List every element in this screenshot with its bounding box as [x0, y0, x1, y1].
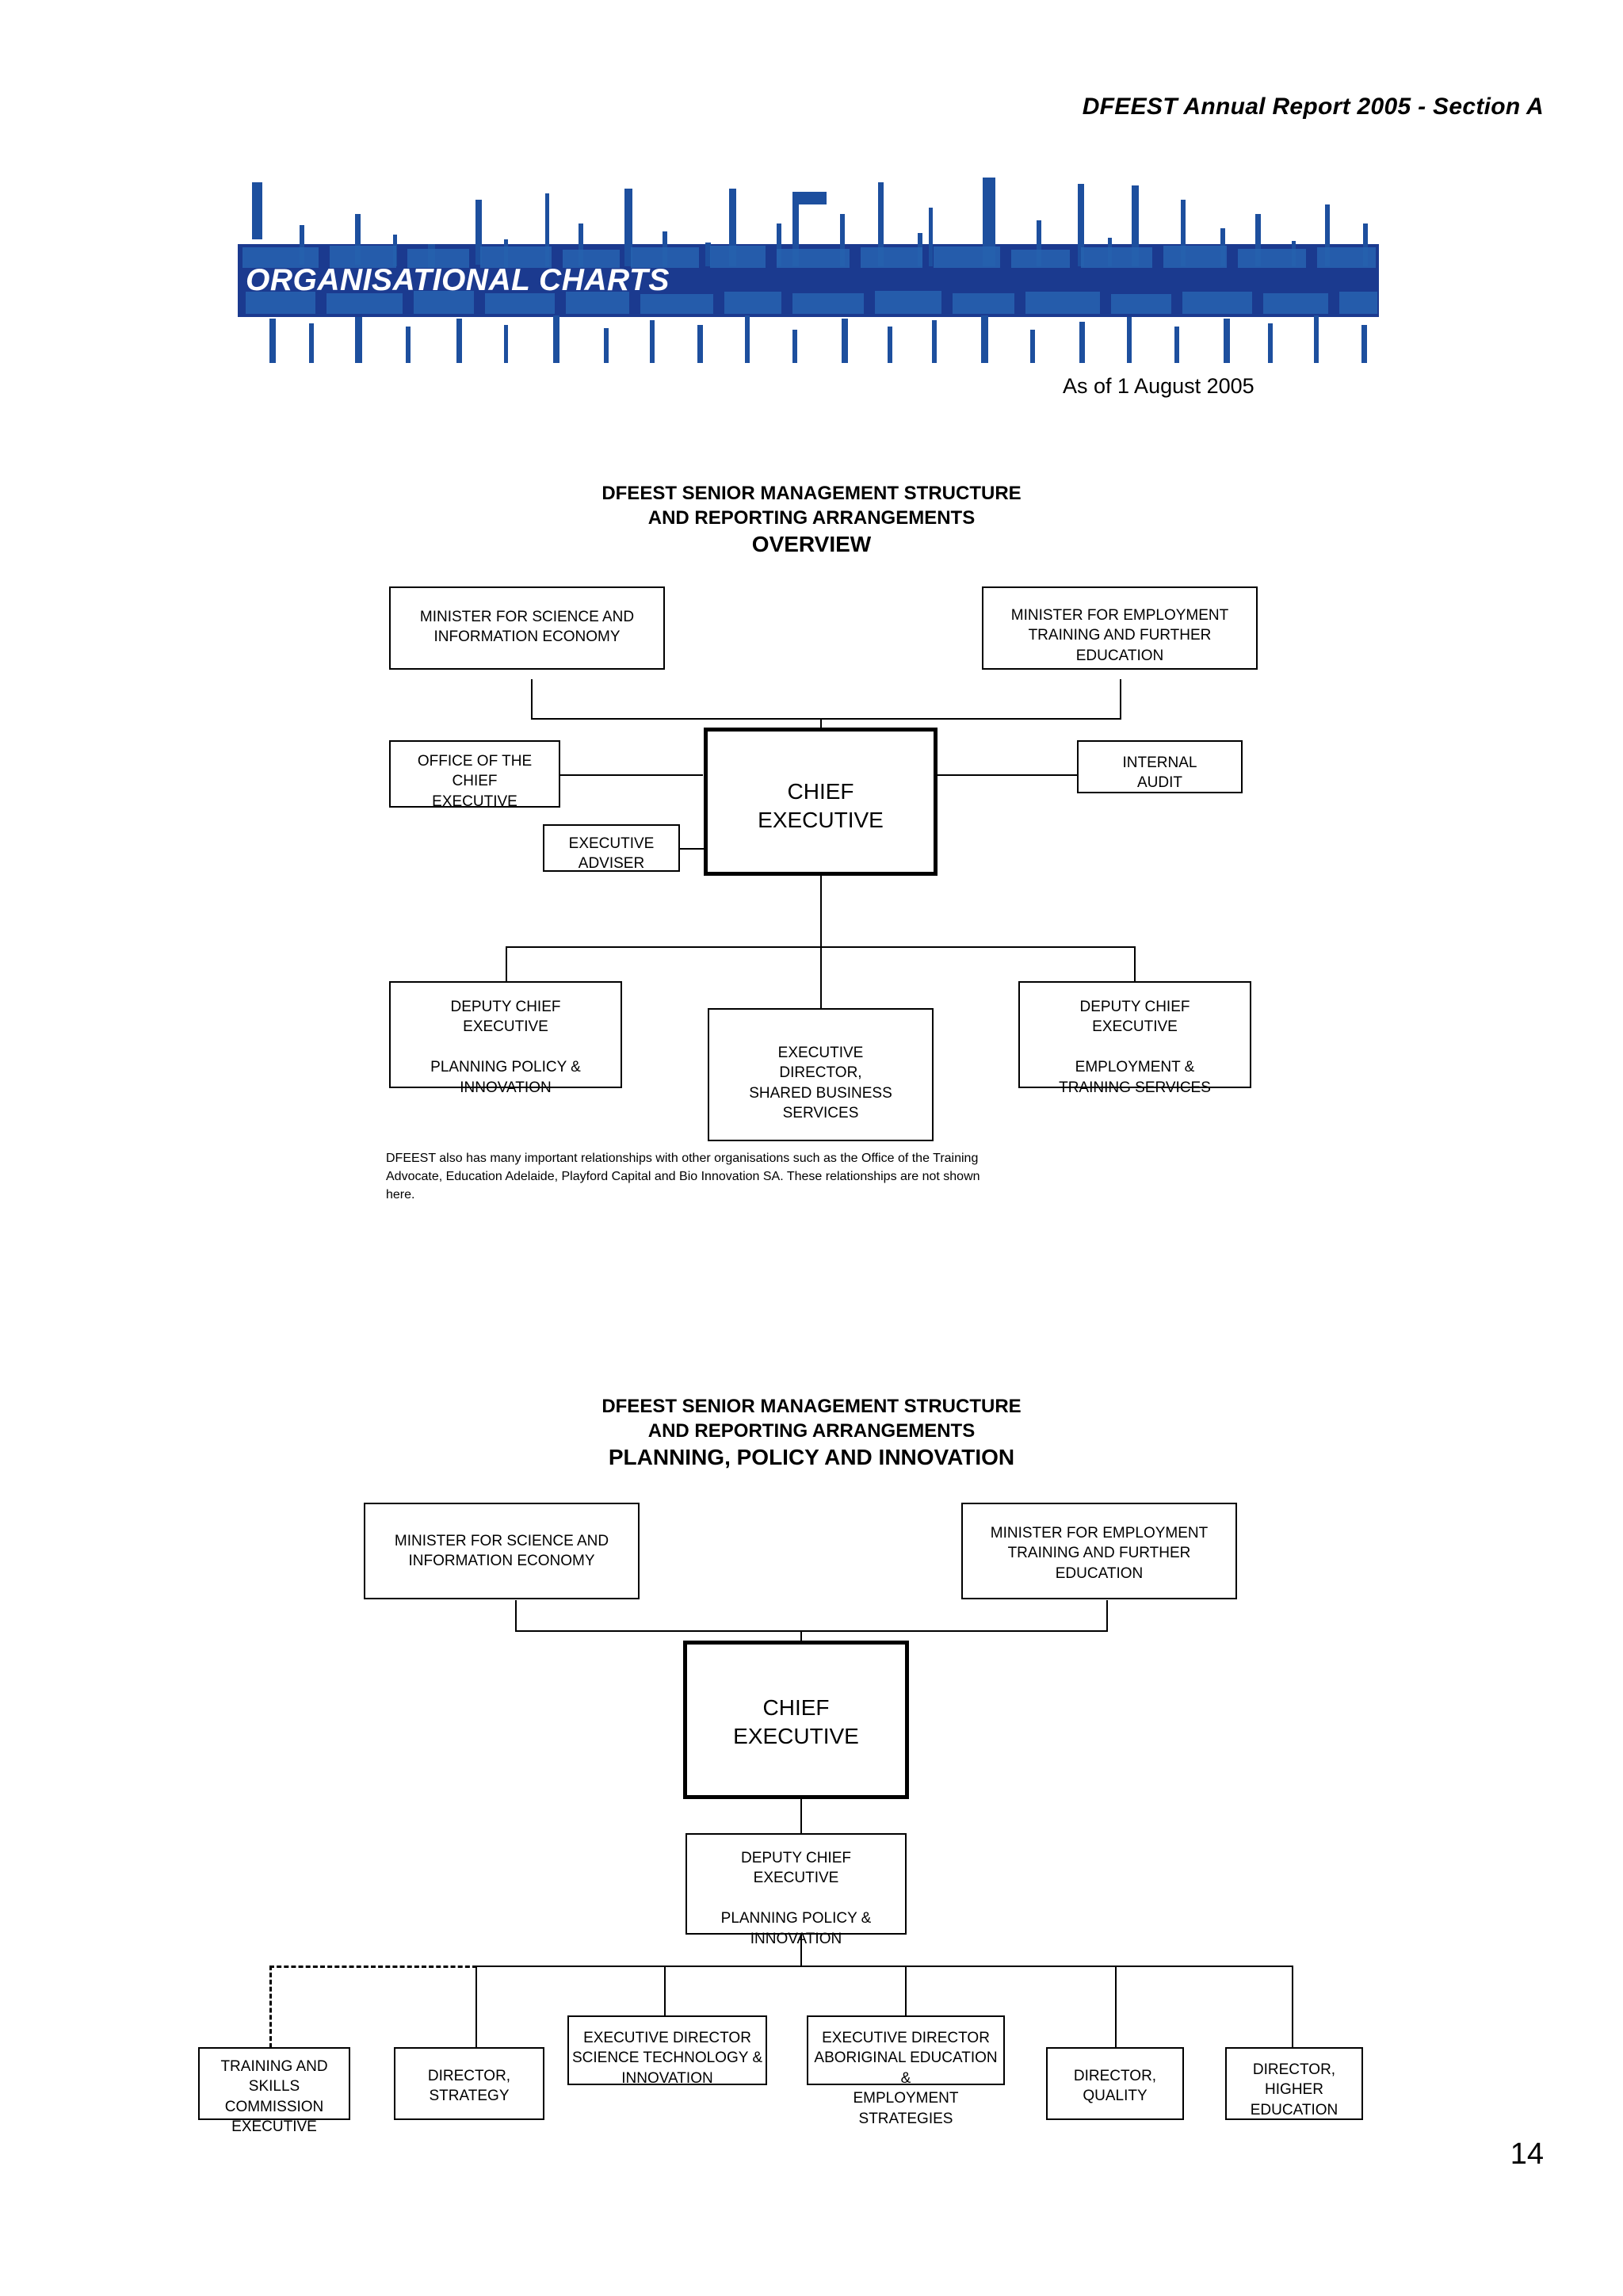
page-running-header: DFEEST Annual Report 2005 - Section A	[1082, 94, 1544, 120]
node-label: DEPUTY CHIEF EXECUTIVE PLANNING POLICY &…	[430, 999, 581, 1096]
connector-c1-ministers-bar	[531, 718, 1121, 720]
as-of-date: As of 1 August 2005	[1063, 374, 1254, 398]
connector-c1-to-shared-business	[820, 946, 822, 1008]
connector-c1-min-emp-down	[1120, 679, 1121, 719]
node-label: DEPUTY CHIEF EXECUTIVE EMPLOYMENT & TRAI…	[1059, 999, 1211, 1096]
chart1-footnote: DFEEST also has many important relations…	[386, 1152, 980, 1202]
node-label: MINISTER FOR SCIENCE AND INFORMATION ECO…	[394, 1533, 609, 1570]
chart1-title: DFEEST SENIOR MANAGEMENT STRUCTURE AND R…	[0, 482, 1623, 559]
node-deputy-chief-executive-planning-policy-innovation[interactable]: DEPUTY CHIEF EXECUTIVE PLANNING POLICY &…	[389, 981, 622, 1096]
connector-c2-drop-science-tech	[664, 1966, 666, 2016]
node-label: CHIEF EXECUTIVE	[733, 1695, 859, 1749]
connector-c2-dashed-vertical	[269, 1966, 272, 2048]
connector-c2-drop-quality	[1115, 1966, 1117, 2048]
node-chief-executive[interactable]: CHIEF EXECUTIVE	[704, 728, 938, 876]
connector-c2-ce-to-dce	[800, 1798, 802, 1834]
connector-c2-drop-strategy	[475, 1966, 477, 2048]
node-label: OFFICE OF THE CHIEF EXECUTIVE	[417, 753, 533, 810]
node-label: MINISTER FOR SCIENCE AND INFORMATION ECO…	[419, 609, 635, 646]
connector-c2-distribution-bar	[475, 1966, 1292, 1967]
chart1-title-line2: AND REPORTING ARRANGEMENTS	[647, 506, 976, 529]
node-c2-minister-employment-training-education[interactable]: MINISTER FOR EMPLOYMENT TRAINING AND FUR…	[961, 1503, 1237, 1599]
connector-c2-dashed-horizontal	[269, 1966, 477, 1968]
node-label: EXECUTIVE ADVISER	[568, 835, 655, 873]
chart2-title-line3: PLANNING, POLICY AND INNOVATION	[608, 1445, 1015, 1470]
connector-c2-min-emp-down	[1106, 1600, 1108, 1632]
node-label: MINISTER FOR EMPLOYMENT TRAINING AND FUR…	[1010, 607, 1229, 664]
connector-c1-to-ce	[820, 718, 822, 728]
connector-c2-ministers-bar	[515, 1630, 1108, 1632]
node-c2-director-strategy[interactable]: DIRECTOR, STRATEGY	[394, 2047, 544, 2120]
node-c2-deputy-chief-executive-planning-policy-innovation[interactable]: DEPUTY CHIEF EXECUTIVE PLANNING POLICY &…	[685, 1833, 907, 1947]
connector-c1-to-dce-right	[1134, 946, 1136, 981]
node-executive-adviser[interactable]: EXECUTIVE ADVISER	[543, 824, 680, 872]
node-c2-director-higher-education[interactable]: DIRECTOR, HIGHER EDUCATION	[1225, 2047, 1363, 2120]
banner-texture-graphic	[242, 178, 1377, 363]
node-label: TRAINING AND SKILLS COMMISSION EXECUTIVE	[220, 2058, 328, 2136]
node-minister-employment-training-education[interactable]: MINISTER FOR EMPLOYMENT TRAINING AND FUR…	[982, 586, 1258, 670]
node-label: EXECUTIVE DIRECTOR, SHARED BUSINESS SERV…	[749, 1045, 892, 1122]
node-c2-chief-executive[interactable]: CHIEF EXECUTIVE	[683, 1641, 909, 1799]
node-c2-training-and-skills-commission-executive[interactable]: TRAINING AND SKILLS COMMISSION EXECUTIVE	[198, 2047, 350, 2135]
node-label: DEPUTY CHIEF EXECUTIVE PLANNING POLICY &…	[720, 1850, 872, 1947]
page-number: 14	[1510, 2137, 1544, 2171]
node-minister-science-information-economy[interactable]: MINISTER FOR SCIENCE AND INFORMATION ECO…	[389, 586, 665, 670]
node-executive-director-shared-business-services[interactable]: EXECUTIVE DIRECTOR, SHARED BUSINESS SERV…	[708, 1008, 934, 1141]
node-c2-director-quality[interactable]: DIRECTOR, QUALITY	[1046, 2047, 1184, 2120]
connector-c1-ce-down	[820, 876, 822, 947]
connector-c1-adviser-to-ce	[680, 848, 704, 850]
node-c2-executive-director-science-technology-innovation[interactable]: EXECUTIVE DIRECTOR SCIENCE TECHNOLOGY & …	[567, 2015, 767, 2087]
connector-c2-drop-higher-education	[1292, 1966, 1293, 2048]
organisational-charts-banner: ORGANISATIONAL CHARTS	[238, 168, 1379, 363]
node-c2-executive-director-aboriginal-education-employment-strategies[interactable]: EXECUTIVE DIRECTOR ABORIGINAL EDUCATION …	[807, 2015, 1005, 2127]
node-label: CHIEF EXECUTIVE	[758, 779, 884, 833]
node-label: DIRECTOR, STRATEGY	[427, 2068, 511, 2105]
node-label: EXECUTIVE DIRECTOR ABORIGINAL EDUCATION …	[814, 2030, 998, 2127]
node-label: DIRECTOR, QUALITY	[1073, 2068, 1157, 2105]
connector-c2-dce-down	[800, 1934, 802, 1967]
connector-c1-office-to-ce	[560, 774, 703, 776]
connector-c1-min-sci-down	[531, 679, 533, 719]
node-deputy-chief-executive-employment-training-services[interactable]: DEPUTY CHIEF EXECUTIVE EMPLOYMENT & TRAI…	[1018, 981, 1251, 1096]
node-office-of-the-chief-executive[interactable]: OFFICE OF THE CHIEF EXECUTIVE	[389, 740, 560, 810]
chart2-title-line1: DFEEST SENIOR MANAGEMENT STRUCTURE	[601, 1396, 1022, 1417]
chart1-title-line1: DFEEST SENIOR MANAGEMENT STRUCTURE	[601, 483, 1022, 504]
connector-c1-ce-to-audit	[938, 774, 1077, 776]
connector-c1-to-dce-left	[506, 946, 507, 981]
node-label: DIRECTOR, HIGHER EDUCATION	[1250, 2061, 1338, 2118]
chart1-title-line3: OVERVIEW	[751, 532, 872, 557]
chart2-title-line2: AND REPORTING ARRANGEMENTS	[647, 1419, 976, 1442]
node-label: EXECUTIVE DIRECTOR SCIENCE TECHNOLOGY & …	[571, 2030, 763, 2087]
node-internal-audit[interactable]: INTERNAL AUDIT	[1077, 740, 1243, 793]
node-label: INTERNAL AUDIT	[1122, 755, 1197, 792]
chart2-title: DFEEST SENIOR MANAGEMENT STRUCTURE AND R…	[0, 1395, 1623, 1472]
banner-title-text: ORGANISATIONAL CHARTS	[246, 263, 670, 297]
connector-c2-drop-aboriginal	[905, 1966, 907, 2016]
node-c2-minister-science-information-economy[interactable]: MINISTER FOR SCIENCE AND INFORMATION ECO…	[364, 1503, 640, 1599]
node-label: MINISTER FOR EMPLOYMENT TRAINING AND FUR…	[990, 1525, 1209, 1582]
connector-c2-min-sci-down	[515, 1600, 517, 1632]
